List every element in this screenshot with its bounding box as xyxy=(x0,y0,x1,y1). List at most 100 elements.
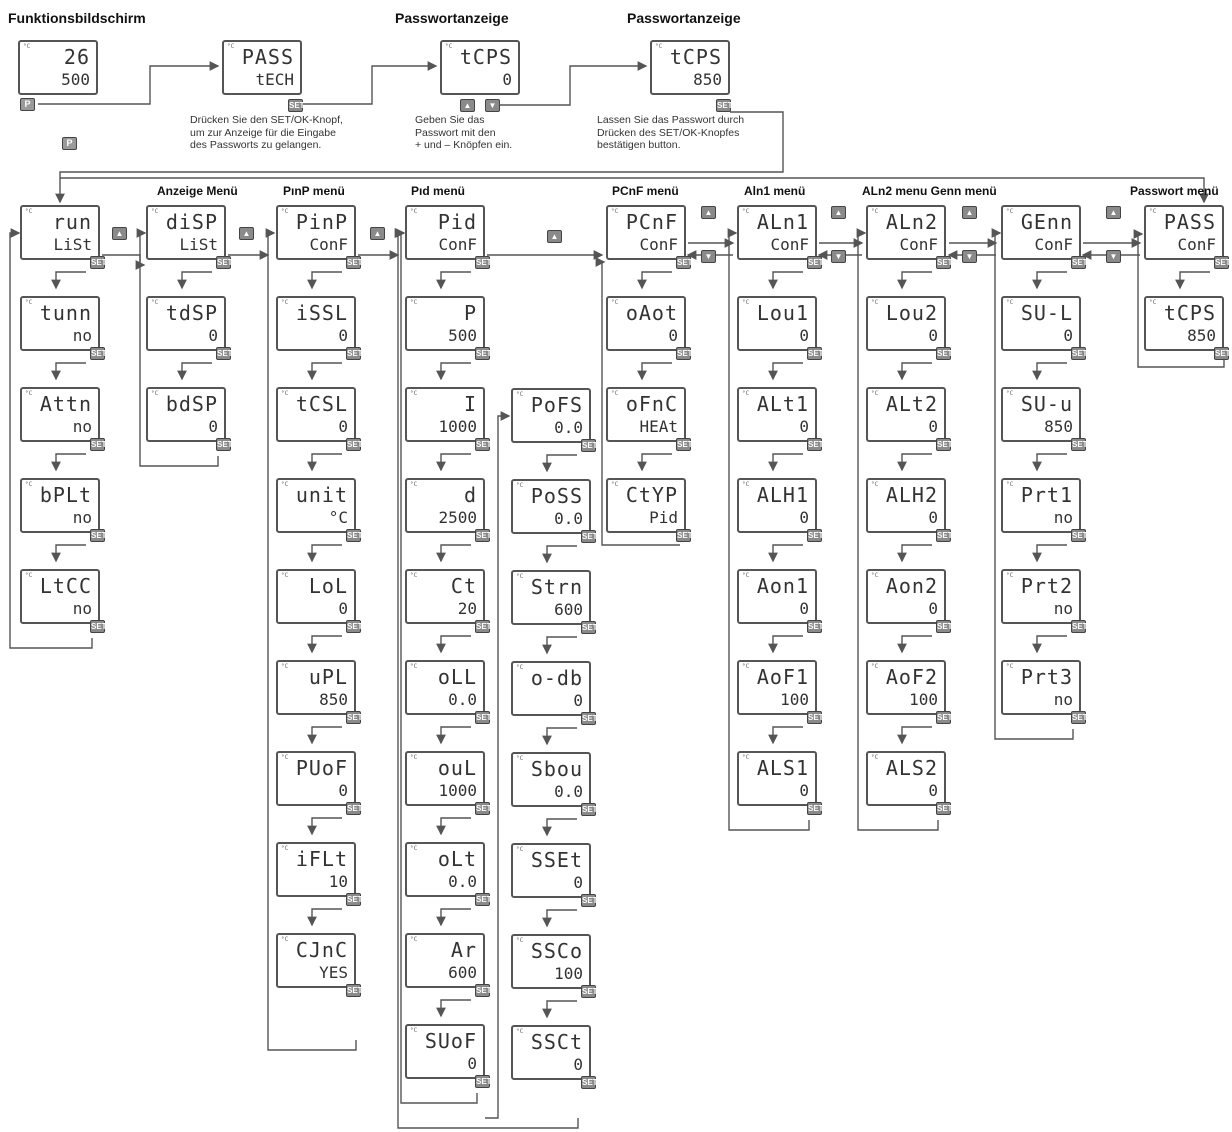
key-down-icon[interactable]: ▼ xyxy=(831,250,846,263)
key-up-icon[interactable]: ▲ xyxy=(962,206,977,219)
key-set-icon[interactable]: SET xyxy=(807,438,824,451)
key-set-icon[interactable]: SET xyxy=(581,439,598,452)
key-updown-icon[interactable]: ▲ xyxy=(112,227,127,240)
key-set-icon[interactable]: SET xyxy=(216,256,233,269)
key-set-icon[interactable]: SET xyxy=(581,621,598,634)
key-set-icon[interactable]: SET xyxy=(475,256,492,269)
key-set-icon[interactable]: SET xyxy=(90,347,107,360)
key-set-icon[interactable]: SET xyxy=(716,99,733,112)
key-set-icon[interactable]: SET xyxy=(475,802,492,815)
key-updown-icon[interactable]: ▲ xyxy=(370,227,385,240)
key-set-icon[interactable]: SET xyxy=(936,802,953,815)
key-set-icon[interactable]: SET xyxy=(807,529,824,542)
wire-step xyxy=(436,908,471,927)
key-down-icon[interactable]: ▼ xyxy=(1106,250,1121,263)
key-updown-icon[interactable]: ▲ xyxy=(547,230,562,243)
key-set-icon[interactable]: SET xyxy=(90,256,107,269)
key-up-icon[interactable]: ▲ xyxy=(1106,206,1121,219)
key-down-icon[interactable]: ▼ xyxy=(962,250,977,263)
display-line-2: Pid xyxy=(649,508,678,527)
key-set-icon[interactable]: SET xyxy=(475,893,492,906)
key-set-icon[interactable]: SET xyxy=(676,256,693,269)
key-set-icon[interactable]: SET xyxy=(475,438,492,451)
key-set-icon[interactable]: SET xyxy=(936,347,953,360)
display-line-1: iFLt xyxy=(295,847,348,871)
key-p-icon[interactable]: P xyxy=(62,137,77,150)
wire-step xyxy=(177,271,212,290)
key-set-icon[interactable]: SET xyxy=(475,1075,492,1088)
display-line-1: Prt3 xyxy=(1020,665,1073,689)
key-set-icon[interactable]: SET xyxy=(216,438,233,451)
key-set-icon[interactable]: SET xyxy=(807,256,824,269)
key-set-icon[interactable]: SET xyxy=(475,984,492,997)
key-down-icon[interactable]: ▼ xyxy=(485,99,500,112)
display-line-2: 1000 xyxy=(438,781,477,800)
key-set-icon[interactable]: SET xyxy=(475,711,492,724)
key-set-icon[interactable]: SET xyxy=(1071,620,1088,633)
unit-indicator: °C xyxy=(410,754,418,761)
key-set-icon[interactable]: SET xyxy=(676,438,693,451)
key-set-icon[interactable]: SET xyxy=(936,438,953,451)
key-set-icon[interactable]: SET xyxy=(1071,529,1088,542)
display-line-2: YES xyxy=(319,963,348,982)
key-set-icon[interactable]: SET xyxy=(807,347,824,360)
key-set-icon[interactable]: SET xyxy=(216,347,233,360)
key-set-icon[interactable]: SET xyxy=(475,347,492,360)
key-set-icon[interactable]: SET xyxy=(807,620,824,633)
key-up-icon[interactable]: ▲ xyxy=(701,206,716,219)
wire-step xyxy=(542,545,577,564)
key-set-icon[interactable]: SET xyxy=(1071,256,1088,269)
key-set-icon[interactable]: SET xyxy=(807,802,824,815)
key-set-icon[interactable]: SET xyxy=(581,985,598,998)
key-set-icon[interactable]: SET xyxy=(936,256,953,269)
display-line-1: 26 xyxy=(63,45,90,69)
key-set-icon[interactable]: SET xyxy=(1214,347,1231,360)
key-set-icon[interactable]: SET xyxy=(346,256,363,269)
key-up-icon[interactable]: ▲ xyxy=(460,99,475,112)
display-line-1: tunn xyxy=(39,301,92,325)
key-set-icon[interactable]: SET xyxy=(807,711,824,724)
key-set-icon[interactable]: SET xyxy=(475,529,492,542)
key-set-icon[interactable]: SET xyxy=(346,438,363,451)
key-set-icon[interactable]: SET xyxy=(581,712,598,725)
key-set-icon[interactable]: SET xyxy=(1214,256,1231,269)
key-set-icon[interactable]: SET xyxy=(90,620,107,633)
display-line-1: tCPS xyxy=(459,45,512,69)
key-up-icon[interactable]: ▲ xyxy=(831,206,846,219)
key-set-icon[interactable]: SET xyxy=(1071,347,1088,360)
key-set-icon[interactable]: SET xyxy=(581,894,598,907)
key-set-icon[interactable]: SET xyxy=(581,803,598,816)
key-set-icon[interactable]: SET xyxy=(936,620,953,633)
key-set-icon[interactable]: SET xyxy=(676,529,693,542)
key-p-icon[interactable]: P xyxy=(20,98,35,111)
key-down-icon[interactable]: ▼ xyxy=(701,250,716,263)
key-set-icon[interactable]: SET xyxy=(936,529,953,542)
key-set-icon[interactable]: SET xyxy=(346,347,363,360)
key-set-icon[interactable]: SET xyxy=(346,620,363,633)
key-set-icon[interactable]: SET xyxy=(581,530,598,543)
key-updown-icon[interactable]: ▲ xyxy=(239,227,254,240)
key-set-icon[interactable]: SET xyxy=(90,438,107,451)
key-set-icon[interactable]: SET xyxy=(90,529,107,542)
display-line-2: 850 xyxy=(1187,326,1216,345)
key-set-icon[interactable]: SET xyxy=(936,711,953,724)
key-set-icon[interactable]: SET xyxy=(676,347,693,360)
key-set-icon[interactable]: SET xyxy=(1071,711,1088,724)
display-line-2: 0 xyxy=(208,326,218,345)
key-set-icon[interactable]: SET xyxy=(346,893,363,906)
key-set-icon[interactable]: SET xyxy=(475,620,492,633)
key-set-icon[interactable]: SET xyxy=(346,802,363,815)
wire-step xyxy=(768,544,803,563)
key-set-icon[interactable]: SET xyxy=(1071,438,1088,451)
key-set-icon[interactable]: SET xyxy=(346,984,363,997)
key-set-icon[interactable]: SET xyxy=(346,529,363,542)
key-set-icon[interactable]: SET xyxy=(346,711,363,724)
key-set-icon[interactable]: SET xyxy=(581,1076,598,1089)
key-set-icon[interactable]: SET xyxy=(288,99,305,112)
display-line-2: 600 xyxy=(448,963,477,982)
